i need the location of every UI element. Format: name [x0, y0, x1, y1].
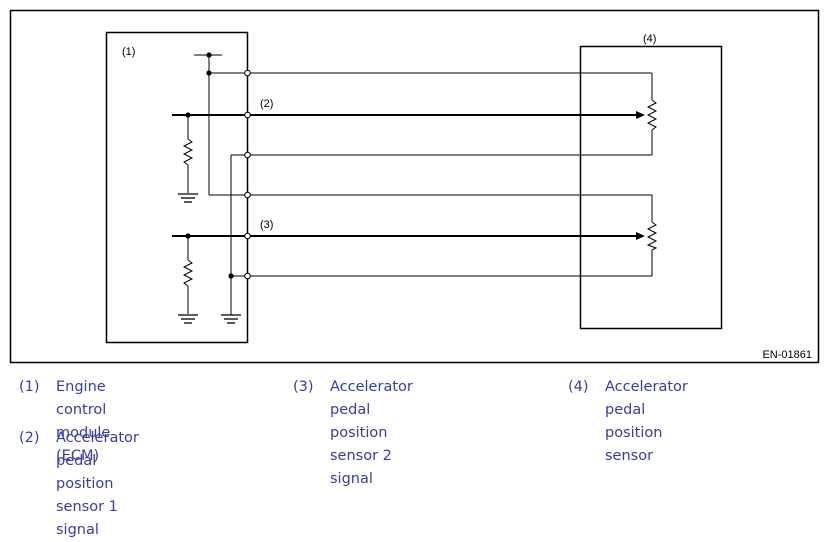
legend-text-line1: Accelerator pedal position [330, 379, 413, 441]
signal-wires [172, 114, 636, 237]
diagram-frame [9, 9, 820, 364]
ecm-label: (1) [122, 46, 135, 58]
legend-text-line2: sensor [605, 448, 654, 464]
figure-id: EN-01861 [762, 349, 812, 361]
signal1-label: (2) [260, 98, 273, 110]
potentiometer-2 [646, 221, 658, 251]
thin-wires [182, 54, 653, 315]
legend-text-line1: Accelerator pedal position [56, 430, 139, 492]
legend-text: Accelerator pedal position sensor 1 signa… [56, 427, 139, 542]
legend: (1) Engine control module (ECM) (2) Acce… [0, 370, 828, 538]
connector-terminals [244, 69, 251, 280]
sensor-label: (4) [643, 33, 656, 45]
legend-text: Accelerator pedal position sensor [605, 376, 688, 468]
legend-number: (1) [19, 379, 40, 395]
legend-number: (2) [19, 430, 40, 446]
legend-text: Accelerator pedal position sensor 2 signa… [330, 376, 413, 491]
wiring-diagram: (1) (4) [9, 9, 820, 364]
arrow-signal2 [636, 232, 645, 240]
sensor-box [579, 45, 723, 330]
arrow-signal1 [636, 111, 645, 119]
signal2-label: (3) [260, 219, 273, 231]
legend-number: (4) [568, 379, 589, 395]
legend-text-line1: Accelerator pedal position [605, 379, 688, 441]
legend-number: (3) [293, 379, 314, 395]
legend-text: Engine control module (ECM) [56, 379, 111, 464]
ground-symbols [178, 193, 241, 324]
junction-dots [185, 52, 234, 279]
potentiometer-1 [646, 99, 658, 131]
legend-text-line2: sensor 2 signal [330, 448, 392, 487]
ecm-box [105, 31, 249, 344]
legend-text-line2: sensor 1 signal [56, 499, 118, 538]
